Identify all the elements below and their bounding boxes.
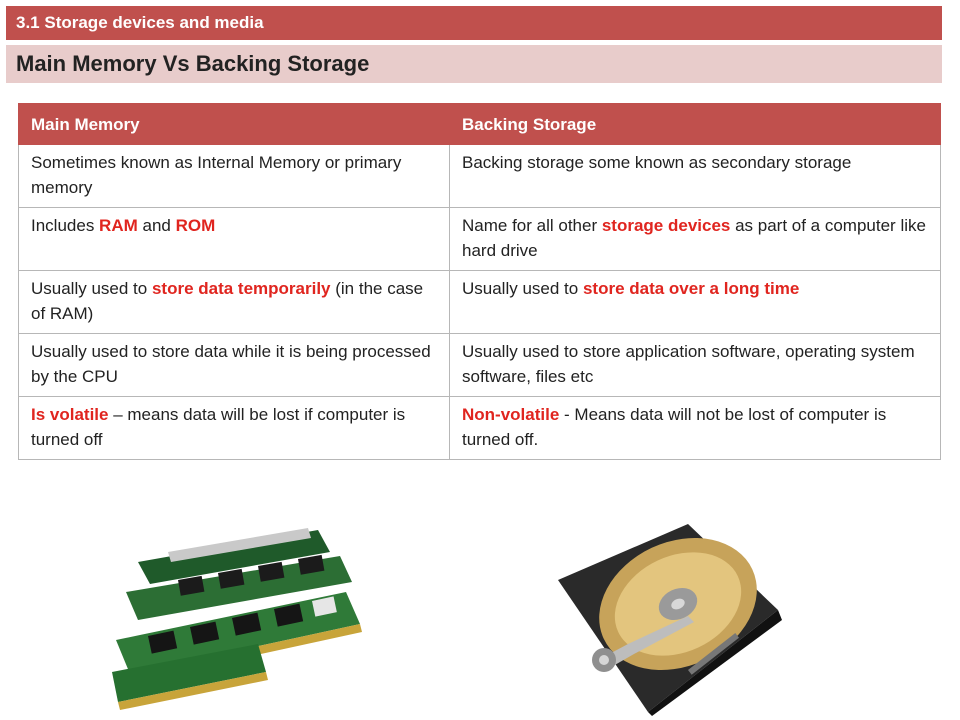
highlighted-term: RAM [99, 216, 138, 235]
comparison-table: Main Memory Backing Storage Sometimes kn… [18, 103, 941, 460]
cell-backing-storage: Backing storage some known as secondary … [449, 144, 941, 208]
cell-text: (in the case of RAM) [31, 279, 424, 323]
cell-main-memory: Usually used to store data temporarily (… [18, 270, 450, 334]
table-body: Sometimes known as Internal Memory or pr… [18, 144, 941, 460]
topic-heading: Main Memory Vs Backing Storage [6, 45, 942, 83]
cell-main-memory: Sometimes known as Internal Memory or pr… [18, 144, 450, 208]
cell-text: Backing storage some known as secondary … [462, 153, 852, 172]
column-header-main-memory: Main Memory [18, 103, 450, 145]
section-heading-text: 3.1 Storage devices and media [16, 13, 264, 32]
highlighted-term: storage devices [601, 216, 731, 235]
highlighted-term: Non-volatile [462, 405, 560, 424]
highlighted-term: store data temporarily [151, 279, 331, 298]
table-row: Usually used to store data temporarily (… [18, 270, 941, 334]
topic-heading-text: Main Memory Vs Backing Storage [16, 51, 370, 76]
cell-text: Includes [31, 216, 100, 235]
highlighted-term: Is volatile [31, 405, 109, 424]
cell-text: Usually used to store application softwa… [462, 342, 915, 386]
section-heading: 3.1 Storage devices and media [6, 6, 942, 40]
cell-text: Usually used to store data while it is b… [31, 342, 431, 386]
ram-modules-icon [112, 528, 362, 710]
hard-drive-icon [558, 524, 782, 716]
table-row: Is volatile – means data will be lost if… [18, 396, 941, 460]
cell-backing-storage: Non-volatile - Means data will not be lo… [449, 396, 941, 460]
cell-text: - Means data will not be lost of compute… [462, 405, 887, 449]
table-row: Usually used to store data while it is b… [18, 333, 941, 397]
ram-stick-middle [126, 554, 352, 620]
cell-text: – means data will be lost if computer is… [31, 405, 406, 449]
ram-stick-back [138, 528, 330, 584]
cell-text: Name for all other [462, 216, 602, 235]
cell-text: and [137, 216, 176, 235]
table-header-row: Main Memory Backing Storage [18, 103, 941, 145]
cell-main-memory: Includes RAM and ROM [18, 207, 450, 271]
cell-text: Sometimes known as Internal Memory or pr… [31, 153, 402, 197]
cell-main-memory: Usually used to store data while it is b… [18, 333, 450, 397]
cell-text: Usually used to [462, 279, 583, 298]
cell-main-memory: Is volatile – means data will be lost if… [18, 396, 450, 460]
cell-backing-storage: Name for all other storage devices as pa… [449, 207, 941, 271]
highlighted-term: ROM [175, 216, 216, 235]
hdd-actuator-arm [598, 616, 694, 670]
cell-text: as part of a computer like hard drive [462, 216, 926, 260]
ram-stick-bottom [112, 644, 268, 710]
cell-backing-storage: Usually used to store data over a long t… [449, 270, 941, 334]
cell-backing-storage: Usually used to store application softwa… [449, 333, 941, 397]
table-row: Sometimes known as Internal Memory or pr… [18, 144, 941, 208]
highlighted-term: store data over a long time [582, 279, 800, 298]
column-header-backing-storage: Backing Storage [449, 103, 941, 145]
cell-text: Usually used to [31, 279, 152, 298]
